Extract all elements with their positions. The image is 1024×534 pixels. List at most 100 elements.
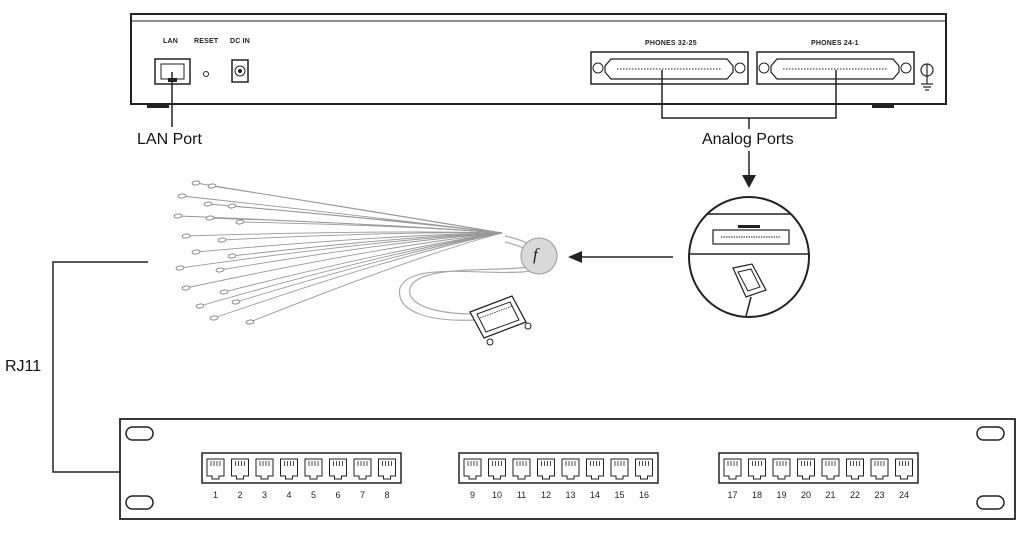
amphenol-connector-32-25 [590,51,749,85]
rj11-jack [463,458,482,480]
rj11-jack [895,458,913,480]
reset-pinhole [203,71,209,77]
wire-end-plug [203,201,213,207]
ferrite-badge [520,237,558,275]
rj11-jack [870,458,889,480]
rj11-jack [206,458,225,480]
port-number: 17 [727,490,738,500]
port-number: 21 [825,490,836,500]
analog-ports-leader-lines [661,70,837,129]
ferrite-badge-label: f [533,245,538,264]
port-number: 15 [614,490,625,500]
fanout-wire [235,232,503,303]
lan-port-callout: LAN Port [137,131,202,148]
phones-24-1-label: PHONES 24-1 [811,40,859,47]
fanout-wire [239,221,503,234]
dc-in-label: DC IN [230,38,251,45]
port-number: 4 [286,490,292,500]
fanout-wire [219,232,503,271]
wire-end-plug [227,203,237,209]
wire-end-plug [205,215,215,221]
port-number: 16 [638,490,649,500]
wire-end-plug [207,183,217,189]
port-number: 3 [261,490,267,500]
connector-zoom-circle [688,196,810,318]
port-number: 11 [516,490,527,500]
port-number: 23 [874,490,885,500]
wire-end-plug [215,267,225,273]
wire-end-plug [219,289,229,295]
fanout-wire [199,232,503,307]
rj11-jack [353,458,372,480]
rj11-jack-group [718,452,919,484]
port-number: 9 [469,490,475,500]
rj11-jack [537,458,555,480]
rj11-jack [561,458,580,480]
fanout-cable-wires [173,180,503,325]
port-number: 14 [589,490,600,500]
ground-icon [920,63,934,91]
rj11-jack [329,458,347,480]
wire-end-plug [245,319,255,325]
port-number: 20 [800,490,811,500]
down-arrow-icon [742,151,756,188]
port-number: 6 [335,490,341,500]
rj11-callout: RJ11 [5,358,42,375]
port-number: 12 [540,490,551,500]
port-number: 10 [491,490,502,500]
phones-32-25-label: PHONES 32-25 [645,40,697,47]
wire-end-plug [231,299,241,305]
rj11-jack [586,458,604,480]
rj11-jack [304,458,323,480]
wire-end-plug [177,193,187,199]
fanout-wire [231,205,503,234]
port-number: 24 [898,490,909,500]
rj11-jack [846,458,864,480]
reset-label: RESET [194,38,219,45]
rj11-jack [255,458,274,480]
wire-end-plug [191,249,201,255]
rj11-jack [378,458,396,480]
rj11-jack-group [458,452,659,484]
rj11-jack [512,458,531,480]
amphenol-cable-plug [469,295,532,346]
wire-end-plug [195,303,205,309]
fanout-wire [213,232,503,319]
rj11-jack [610,458,629,480]
port-number: 2 [237,490,243,500]
wire-end-plug [181,285,191,291]
rj11-jack [488,458,506,480]
port-number: 13 [565,490,576,500]
port-number: 7 [359,490,365,500]
port-number: 18 [751,490,762,500]
left-arrow-icon [568,251,673,263]
wire-end-plug [191,180,201,186]
port-number: 5 [310,490,316,500]
rj11-jack [280,458,298,480]
wire-end-plug [173,213,183,219]
fanout-wire [231,232,503,257]
wire-end-plug [209,315,219,321]
wire-end-plug [227,253,237,259]
wire-end-plug [175,265,185,271]
rj11-jack-groups [201,452,919,484]
fanout-wire [179,232,503,269]
port-number: 8 [384,490,390,500]
fanout-wire [211,185,503,234]
analog-ports-callout: Analog Ports [702,131,794,148]
fanout-wire [195,232,503,253]
port-number: 22 [849,490,860,500]
wire-end-plug [235,219,245,225]
rj11-jack [723,458,742,480]
dc-in-jack [231,59,249,83]
wire-end-plug [181,233,191,239]
lan-label: LAN [163,38,178,45]
rj11-jack [772,458,791,480]
port-number: 1 [212,490,218,500]
rj11-jack [748,458,766,480]
wire-end-plug [217,237,227,243]
rj11-jack [231,458,249,480]
fanout-wire [223,232,503,293]
fanout-wire [221,232,503,241]
